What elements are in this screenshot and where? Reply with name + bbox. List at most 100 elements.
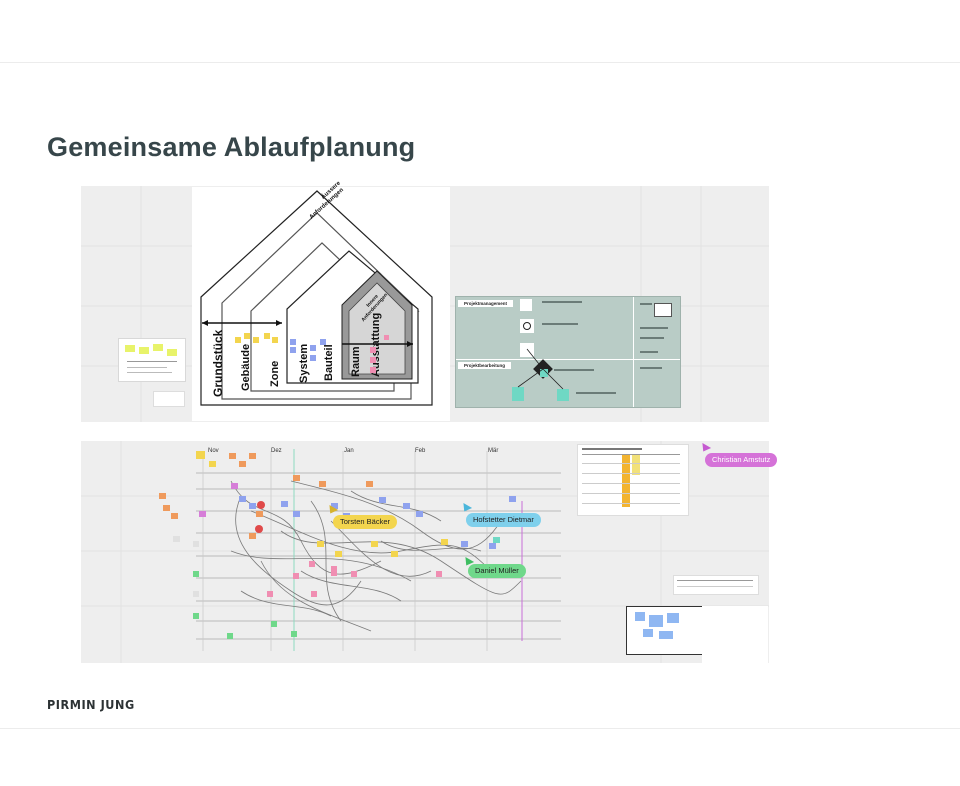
sticky-note[interactable] xyxy=(310,345,316,351)
month-jan: Jan xyxy=(344,448,354,454)
month-dez: Dez xyxy=(271,448,282,454)
comment-badge-icon[interactable] xyxy=(255,525,263,533)
sticky-note[interactable] xyxy=(253,337,259,343)
sticky-note[interactable] xyxy=(384,335,389,340)
document-table[interactable] xyxy=(577,444,689,516)
process-text-line xyxy=(640,351,658,353)
mini-board-thumbnail[interactable] xyxy=(118,338,186,382)
collaborator-hofstetter: Hofstetter Dietmar xyxy=(466,513,541,527)
house-label-grundstueck: Grundstück xyxy=(211,329,225,397)
sticky-note[interactable] xyxy=(461,541,468,547)
sticky-note[interactable] xyxy=(309,561,315,567)
process-divider-horizontal xyxy=(456,359,680,360)
sticky-note[interactable] xyxy=(493,537,500,543)
collaborator-christian: Christian Amstutz xyxy=(705,453,778,467)
timeline-sticky-notes xyxy=(81,441,769,663)
sticky-note[interactable] xyxy=(370,367,376,373)
sticky-note[interactable] xyxy=(193,591,199,597)
sticky-note[interactable] xyxy=(371,541,378,547)
house-diagram[interactable]: Grundstück Gebäude Zone System Bauteil R… xyxy=(192,180,450,421)
process-node[interactable] xyxy=(557,389,569,401)
process-node[interactable] xyxy=(512,387,524,401)
section-projektmanagement: Projektmanagement xyxy=(458,300,514,307)
sticky-note[interactable] xyxy=(196,451,205,459)
section-projektbearbeitung: Projektbearbeitung xyxy=(458,362,512,369)
bottom-divider xyxy=(0,728,960,729)
sticky-note[interactable] xyxy=(291,631,297,637)
target-icon xyxy=(523,322,531,330)
sticky-note[interactable] xyxy=(171,513,178,519)
sticky-note[interactable] xyxy=(317,541,324,547)
sticky-note[interactable] xyxy=(281,501,288,507)
comment-badge-icon[interactable] xyxy=(257,501,265,509)
sticky-note[interactable] xyxy=(335,551,342,557)
sticky-note[interactable] xyxy=(509,496,516,502)
small-table[interactable] xyxy=(673,575,759,595)
sticky-note[interactable] xyxy=(267,591,273,597)
sticky-note[interactable] xyxy=(311,591,317,597)
timeline-board: Nov Dez Jan Feb Mär xyxy=(81,441,778,663)
process-text-line xyxy=(640,327,668,329)
month-feb: Feb xyxy=(415,448,426,454)
house-label-system: System xyxy=(298,343,310,383)
floor-plan-preview[interactable] xyxy=(626,606,703,655)
top-board: Grundstück Gebäude Zone System Bauteil R… xyxy=(81,180,769,422)
sticky-note[interactable] xyxy=(391,551,398,557)
sticky-note[interactable] xyxy=(319,481,326,487)
process-card[interactable] xyxy=(520,299,532,311)
sticky-note[interactable] xyxy=(489,543,496,549)
sticky-note[interactable] xyxy=(366,481,373,487)
sticky-note[interactable] xyxy=(290,339,296,345)
sticky-note[interactable] xyxy=(159,493,166,499)
sticky-note[interactable] xyxy=(264,333,270,339)
process-board[interactable]: Projektmanagement Projektbearbeitung xyxy=(455,296,681,408)
sticky-note[interactable] xyxy=(193,613,199,619)
sticky-note[interactable] xyxy=(227,633,233,639)
sticky-note[interactable] xyxy=(249,503,256,509)
sticky-note[interactable] xyxy=(231,483,238,489)
month-nov: Nov xyxy=(208,448,219,454)
sticky-note[interactable] xyxy=(249,533,256,539)
sticky-note[interactable] xyxy=(310,355,316,361)
sticky-note[interactable] xyxy=(370,347,376,353)
sticky-note[interactable] xyxy=(290,347,296,353)
house-diagram-lines xyxy=(200,190,433,406)
sticky-note[interactable] xyxy=(293,511,300,517)
sticky-note[interactable] xyxy=(441,539,448,545)
sticky-note[interactable] xyxy=(173,536,180,542)
sticky-note[interactable] xyxy=(331,566,337,576)
sticky-note[interactable] xyxy=(416,511,423,517)
sticky-note[interactable] xyxy=(370,357,376,363)
sticky-note[interactable] xyxy=(331,503,338,509)
process-divider-vertical xyxy=(633,297,634,407)
company-logo: PIRMIN JUNG xyxy=(47,697,135,712)
sticky-note[interactable] xyxy=(272,337,278,343)
process-text-line xyxy=(542,323,578,325)
sticky-note[interactable] xyxy=(235,337,241,343)
sticky-note[interactable] xyxy=(193,571,199,577)
sticky-note[interactable] xyxy=(244,333,250,339)
sticky-note[interactable] xyxy=(351,571,357,577)
sticky-note[interactable] xyxy=(256,511,263,517)
process-text-line xyxy=(640,367,662,369)
mini-board-icon xyxy=(153,391,185,407)
process-node[interactable] xyxy=(540,369,548,377)
sticky-note[interactable] xyxy=(163,505,170,511)
sticky-note[interactable] xyxy=(320,339,326,345)
sticky-note[interactable] xyxy=(436,571,442,577)
sticky-note[interactable] xyxy=(239,496,246,502)
sticky-note[interactable] xyxy=(293,573,299,579)
sticky-note[interactable] xyxy=(293,475,300,481)
sticky-note[interactable] xyxy=(249,453,256,459)
sticky-note[interactable] xyxy=(199,511,206,517)
process-text-line xyxy=(640,303,652,305)
sticky-note[interactable] xyxy=(209,461,216,467)
collaborator-daniel: Daniel Müller xyxy=(468,564,526,578)
sticky-note[interactable] xyxy=(403,503,410,509)
sticky-note[interactable] xyxy=(239,461,246,467)
sticky-note[interactable] xyxy=(379,497,386,503)
sticky-note[interactable] xyxy=(271,621,277,627)
month-maer: Mär xyxy=(488,448,499,454)
sticky-note[interactable] xyxy=(193,541,199,547)
sticky-note[interactable] xyxy=(229,453,236,459)
